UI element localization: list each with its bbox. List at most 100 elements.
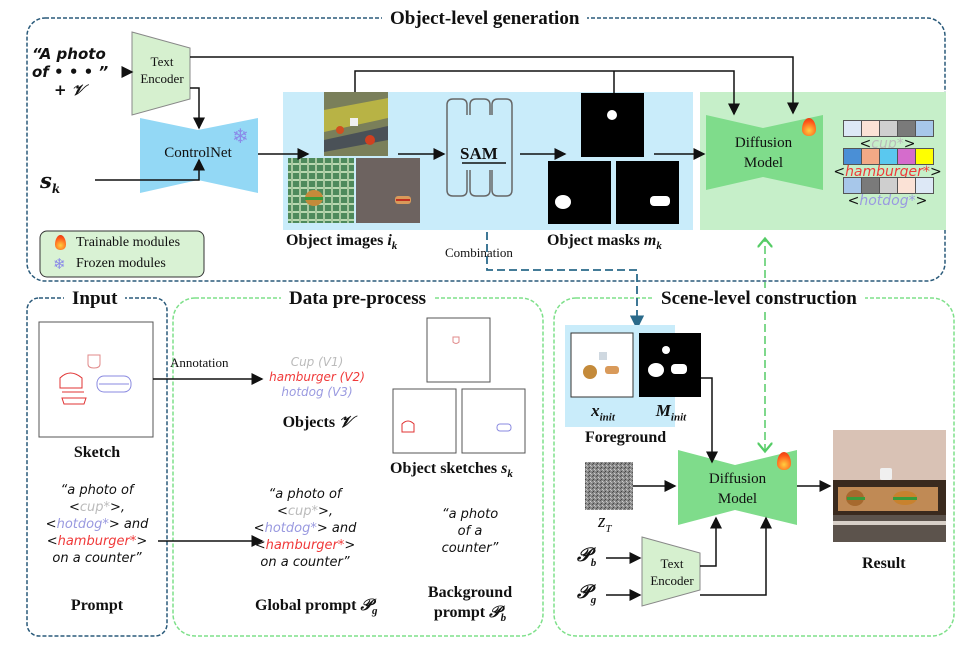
global-prompt: “a photo of <cup*>, <hotdog*> and <hambu… bbox=[245, 486, 365, 571]
embedding-swatch bbox=[844, 121, 862, 136]
input-prompt-line4: <hamburger*> bbox=[46, 534, 148, 549]
object-images-text: Object images bbox=[286, 232, 388, 249]
section-title-object-level: Object-level generation bbox=[382, 8, 588, 30]
object-prompt-line3: + 𝒱 bbox=[54, 81, 85, 99]
legend-snowflake-icon: ❄ bbox=[53, 257, 66, 273]
sketch-drawing bbox=[59, 354, 132, 405]
combination-connector bbox=[486, 232, 645, 330]
embedding-swatch bbox=[880, 149, 898, 164]
background-label-text: prompt bbox=[433, 604, 490, 621]
embedding-swatch bbox=[916, 149, 933, 164]
text-encoder-scene-line1: Text bbox=[660, 556, 684, 571]
embedding-swatch bbox=[862, 178, 880, 193]
input-prompt: “a photo of <cup*>, <hotdog*> and <hambu… bbox=[27, 482, 167, 567]
embedding-swatch bbox=[898, 121, 916, 136]
section-title-data-preprocess: Data pre-process bbox=[281, 288, 435, 310]
annotation-label: Annotation bbox=[170, 355, 229, 370]
background-prompt: “a photo of a counter” bbox=[425, 506, 515, 557]
background-prompt-line2: of a bbox=[457, 524, 483, 539]
input-prompt-line1: “a photo of bbox=[60, 483, 134, 498]
background-label-line2: prompt 𝒫b bbox=[420, 603, 520, 628]
result-label: Result bbox=[862, 555, 906, 572]
m-init-var: M bbox=[655, 401, 671, 420]
token-embedding-row bbox=[843, 177, 934, 194]
text-encoder-scene-label: Text Encoder bbox=[643, 555, 701, 589]
m-init-label: Minit bbox=[640, 401, 702, 423]
mask-hotdog bbox=[616, 161, 679, 224]
diffusion-top-line2: Model bbox=[743, 155, 784, 171]
p-b-sub: b bbox=[590, 556, 597, 569]
objects-label-text: Objects bbox=[282, 414, 340, 431]
global-prompt-cup: cup* bbox=[287, 504, 318, 519]
z-t-sub: T bbox=[605, 522, 612, 535]
object-images-var: i bbox=[387, 232, 392, 249]
global-prompt-var: 𝒫 bbox=[360, 597, 373, 614]
background-prompt-label: Background prompt 𝒫b bbox=[420, 583, 520, 628]
object-sketch-hotdog bbox=[461, 388, 526, 454]
sam-label: SAM bbox=[460, 144, 498, 163]
object-entry: hotdog (V3) bbox=[281, 385, 353, 399]
sketch-input-sub: k bbox=[51, 182, 61, 197]
embedding-swatch bbox=[862, 121, 880, 136]
text-encoder-top-label: Text Encoder bbox=[136, 53, 188, 87]
x-init-sub: init bbox=[599, 411, 615, 424]
object-entry: hamburger (V2) bbox=[269, 370, 365, 384]
input-prompt-and: and bbox=[119, 517, 149, 532]
mask-cup bbox=[581, 93, 644, 157]
section-title-input: Input bbox=[64, 288, 126, 310]
sketch-input-var: sk bbox=[40, 168, 60, 196]
text-encoder-top-line1: Text bbox=[150, 54, 174, 69]
object-sketches-label: Object sketches sk bbox=[390, 460, 513, 480]
token-name: hamburger* bbox=[845, 164, 930, 180]
flame-icon bbox=[802, 118, 816, 141]
embedding-swatch bbox=[898, 149, 916, 164]
diffusion-model-top-shape bbox=[706, 115, 823, 190]
global-prompt-line4: <hamburger*> bbox=[254, 538, 356, 553]
text-encoder-top-shape bbox=[131, 31, 191, 116]
diffusion-scene-line2: Model bbox=[717, 491, 758, 507]
global-prompt-sub: g bbox=[372, 605, 378, 618]
sam-shape bbox=[446, 98, 513, 197]
embedding-swatch bbox=[844, 149, 862, 164]
prompt-label: Prompt bbox=[70, 597, 124, 614]
token-label: <hamburger*> bbox=[833, 164, 942, 180]
input-prompt-line2: <cup*>, bbox=[68, 500, 126, 515]
p-b-var: 𝒫 bbox=[577, 545, 591, 566]
controlnet-label: ControlNet bbox=[164, 145, 232, 161]
object-images-sub: k bbox=[391, 240, 398, 253]
object-image-hotdog bbox=[356, 158, 420, 223]
global-prompt-hotdog: hotdog* bbox=[264, 521, 317, 536]
embedding-swatch bbox=[916, 178, 933, 193]
embedding-swatch bbox=[880, 121, 898, 136]
noise-zt bbox=[585, 462, 633, 510]
legend-flame-icon bbox=[55, 235, 66, 255]
embedding-swatch bbox=[862, 149, 880, 164]
m-init-sub: init bbox=[670, 411, 687, 424]
object-sketches-text: Object sketches bbox=[390, 460, 502, 477]
input-prompt-hamburger: hamburger* bbox=[57, 534, 137, 549]
object-masks-var: m bbox=[643, 232, 657, 249]
diffusion-model-scene-shape bbox=[678, 450, 797, 525]
background-var: 𝒫 bbox=[489, 604, 501, 621]
global-prompt-label: Global prompt 𝒫g bbox=[255, 597, 378, 617]
token-name: hotdog* bbox=[859, 193, 916, 209]
p-g-label: 𝒫g bbox=[577, 582, 596, 606]
foreground-label: Foreground bbox=[585, 429, 667, 446]
legend-trainable: Trainable modules bbox=[76, 235, 181, 250]
global-prompt-line5: on a counter” bbox=[260, 555, 350, 570]
background-label-line1: Background bbox=[427, 584, 513, 601]
object-sketch-hamburger bbox=[392, 388, 457, 454]
global-prompt-line3: <hotdog*> and bbox=[253, 521, 357, 536]
object-sketches-var: s bbox=[501, 460, 508, 477]
mask-hamburger bbox=[548, 161, 611, 224]
objects-list: Cup (V1)hamburger (V2)hotdog (V3) bbox=[262, 355, 372, 400]
embedding-swatch bbox=[880, 178, 898, 193]
sketch-label: Sketch bbox=[73, 444, 121, 461]
text-encoder-top-line2: Encoder bbox=[140, 71, 184, 86]
snowflake-icon: ❄ bbox=[232, 126, 249, 148]
object-masks-label: Object masks mk bbox=[547, 232, 662, 252]
object-sketch-cup bbox=[426, 317, 491, 383]
sketch-canvas bbox=[38, 321, 154, 438]
global-prompt-line1: “a photo of bbox=[268, 487, 342, 502]
p-g-var: 𝒫 bbox=[577, 582, 591, 603]
